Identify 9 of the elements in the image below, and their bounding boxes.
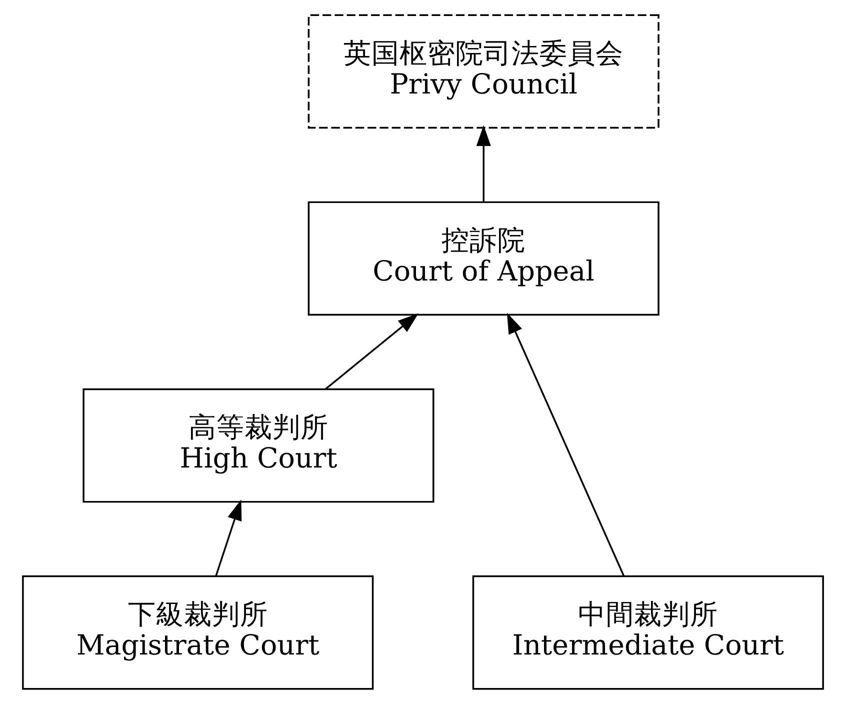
node-box: 下級裁判所 Magistrate Court — [22, 575, 374, 690]
node-box: 中間裁判所 Intermediate Court — [472, 575, 824, 690]
arrow — [506, 312, 625, 576]
arrow — [476, 125, 491, 202]
node-box: 高等裁判所 High Court — [82, 388, 434, 503]
node-box: 英国枢密院司法委員会 Privy Council — [308, 14, 660, 129]
arrow — [324, 313, 419, 390]
node-box: 控訴院 Court of Appeal — [308, 201, 660, 316]
arrow — [215, 499, 242, 577]
